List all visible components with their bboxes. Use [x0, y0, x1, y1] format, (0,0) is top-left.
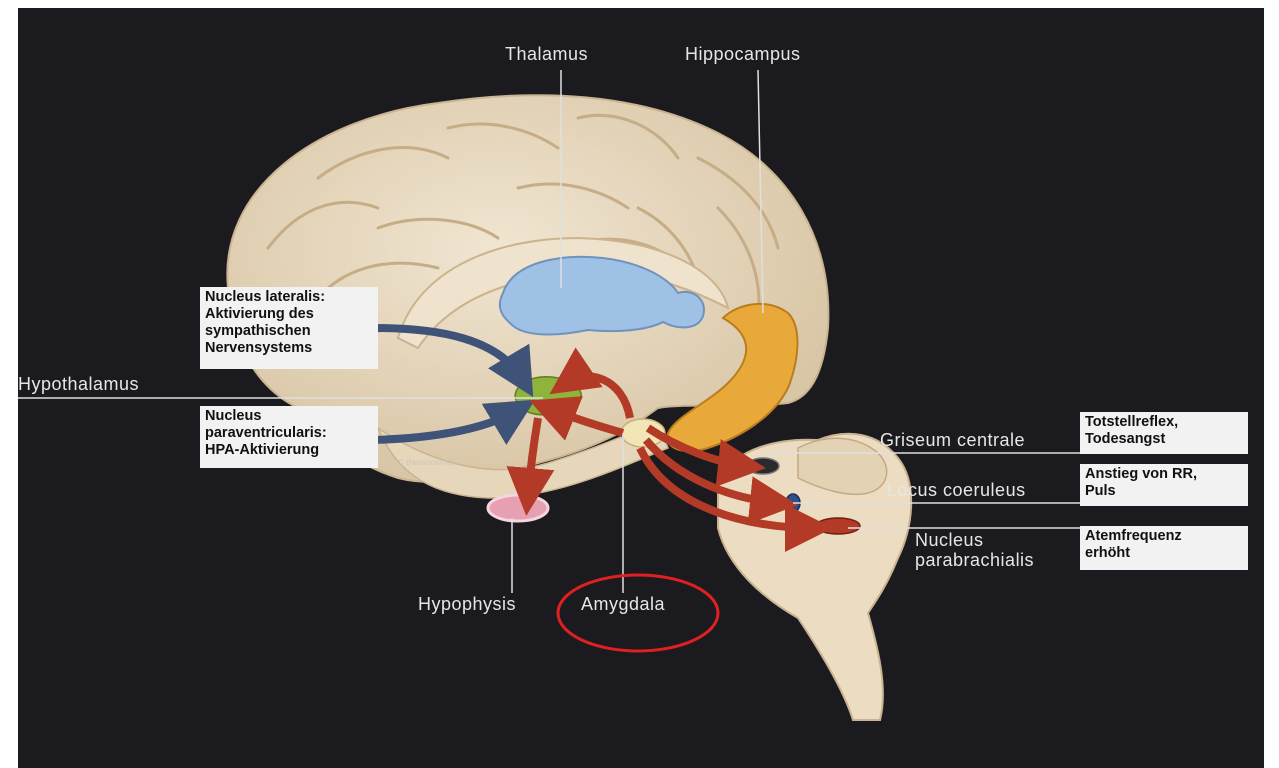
box-atem-line2: erhöht	[1085, 545, 1243, 562]
label-hippocampus: Hippocampus	[685, 44, 801, 65]
box-totstellreflex: Totstellreflex, Todesangst	[1080, 412, 1248, 454]
box-totstell-line1: Totstellreflex,	[1085, 414, 1243, 431]
box-atemfrequenz: Atemfrequenz erhöht	[1080, 526, 1248, 570]
label-thalamus: Thalamus	[505, 44, 588, 65]
label-locus-coeruleus: Locus coeruleus	[887, 480, 1026, 501]
label-amygdala: Amygdala	[581, 594, 665, 615]
label-hypothalamus: Hypothalamus	[18, 374, 139, 395]
label-nucleus-parabrachialis-line2: parabrachialis	[915, 550, 1034, 570]
box-anstieg-rr-puls: Anstieg von RR, Puls	[1080, 464, 1248, 506]
copyright-text: © Bandelow/AG	[398, 458, 455, 467]
brain-illustration	[18, 8, 1264, 768]
box-lateralis-line3: sympathischen	[205, 323, 373, 340]
box-nucleus-lateralis: Nucleus lateralis: Aktivierung des sympa…	[200, 287, 378, 369]
griseum-nucleus	[747, 458, 779, 474]
parabrachial-nucleus	[816, 518, 860, 534]
box-nucleus-paraventricularis: Nucleus paraventricularis: HPA-Aktivieru…	[200, 406, 378, 468]
box-lateralis-line2: Aktivierung des	[205, 306, 373, 323]
box-paraventricularis-line1: Nucleus	[205, 408, 373, 425]
box-anstieg-line2: Puls	[1085, 483, 1243, 500]
box-paraventricularis-line3: HPA-Aktivierung	[205, 442, 373, 459]
label-nucleus-parabrachialis: Nucleus parabrachialis	[915, 530, 1034, 570]
box-anstieg-line1: Anstieg von RR,	[1085, 466, 1243, 483]
label-hypophysis: Hypophysis	[418, 594, 516, 615]
box-totstell-line2: Todesangst	[1085, 431, 1243, 448]
box-lateralis-line4: Nervensystems	[205, 340, 373, 357]
label-nucleus-parabrachialis-line1: Nucleus	[915, 530, 1034, 550]
box-lateralis-line1: Nucleus lateralis:	[205, 289, 373, 306]
brain-diagram: Thalamus Hippocampus Hypothalamus Hypoph…	[18, 8, 1264, 768]
label-griseum-centrale: Griseum centrale	[880, 430, 1025, 451]
box-atem-line1: Atemfrequenz	[1085, 528, 1243, 545]
box-paraventricularis-line2: paraventricularis:	[205, 425, 373, 442]
hypophysis-shape	[488, 495, 548, 521]
